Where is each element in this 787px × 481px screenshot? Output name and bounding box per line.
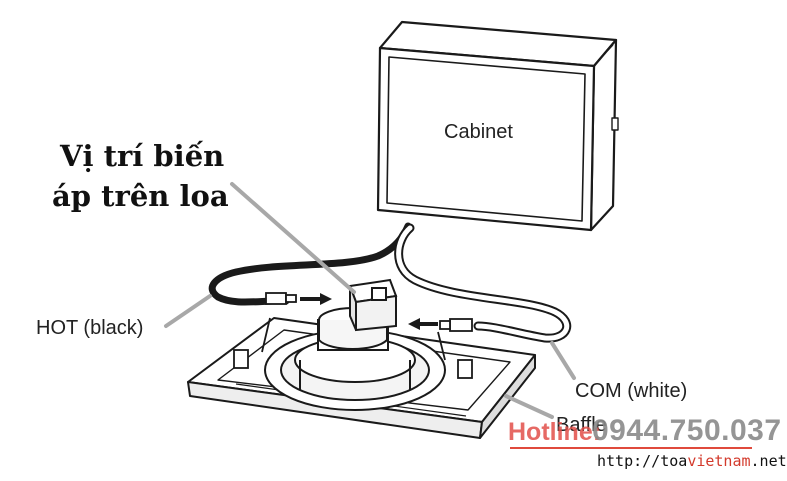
mounting-posts [233,317,473,379]
cabinet-box [376,20,619,232]
transformer-label-line2: áp trên loa [52,179,229,213]
com-arrow [408,318,438,330]
watermark-hotline-number: 0944.750.037 [592,414,782,447]
speaker-unit [264,307,446,411]
cabinet-cable [208,222,572,343]
baffle-label: Baffle [556,414,607,436]
watermark-url: http://toavietnam.net [597,452,787,470]
url-accent: vietnam [687,452,751,470]
hot-label: HOT (black) [36,317,144,339]
pointer-lines [164,182,576,419]
hot-arrow [300,293,332,305]
watermark-hotline-prefix: Hotline: [508,418,602,446]
com-connector [439,318,473,332]
hot-connector [265,292,297,305]
url-pre: http://toa [597,452,688,470]
transformer [348,278,398,332]
cabinet-label: Cabinet [444,121,513,143]
url-post: .net [750,452,787,470]
speaker-wiring-diagram [164,20,752,449]
com-label: COM (white) [575,380,688,402]
transformer-label-line1: Vị trí biến [60,139,225,173]
